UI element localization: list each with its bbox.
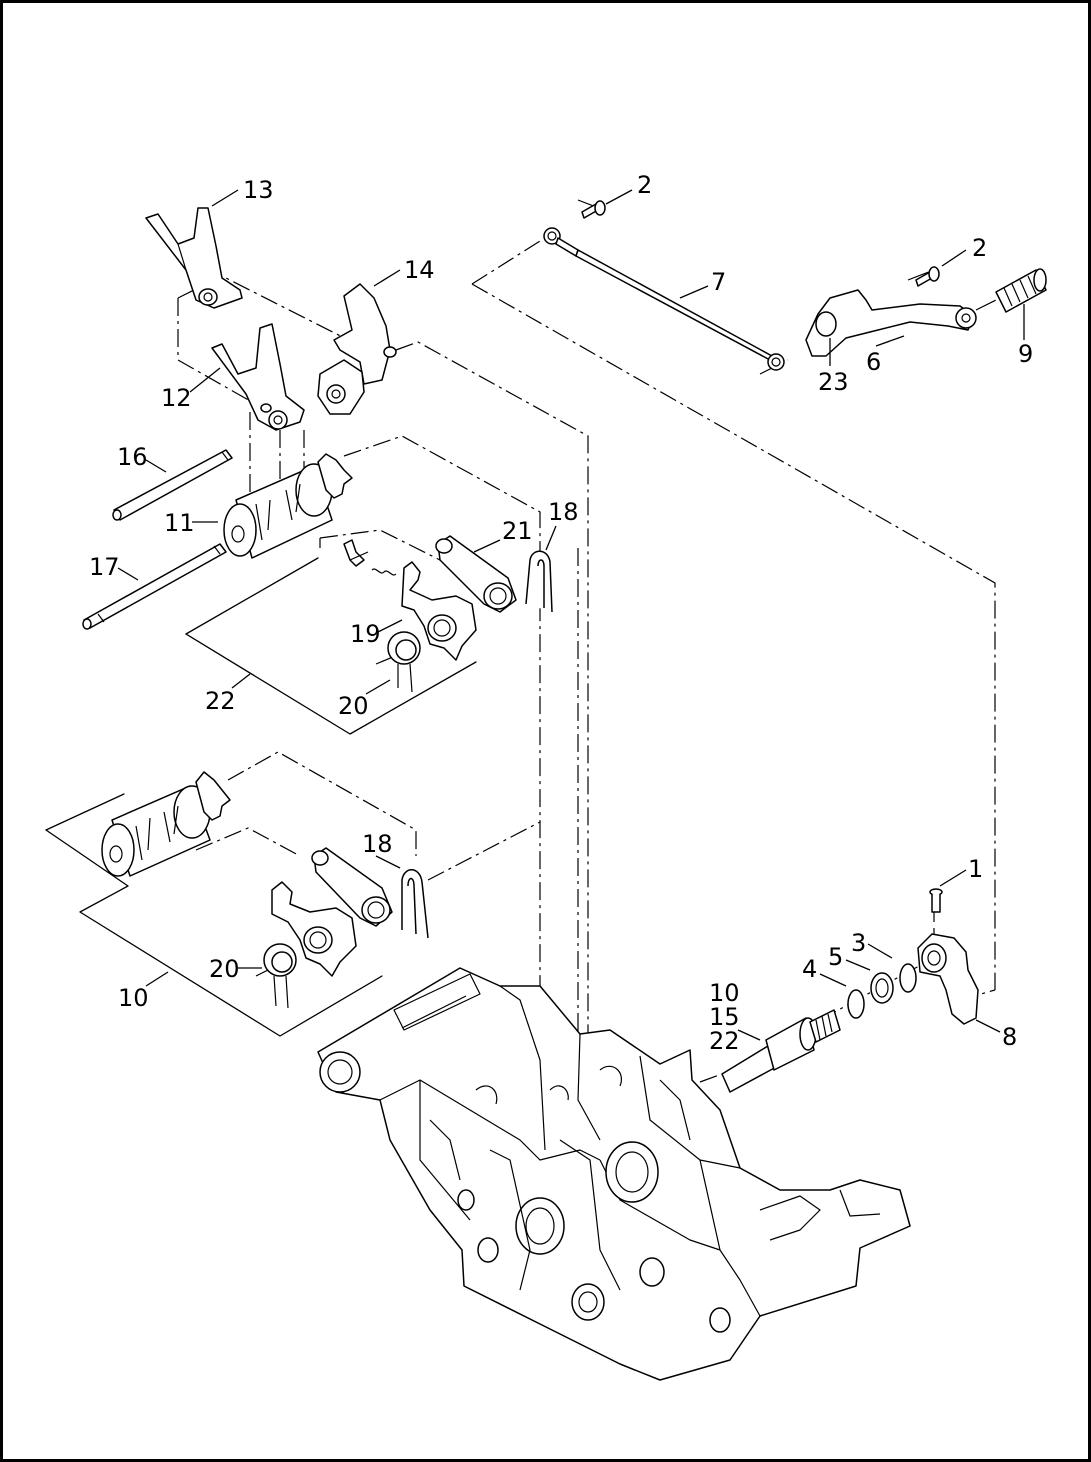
shift-lever-21 xyxy=(435,535,517,613)
label-23: 23 xyxy=(818,368,849,396)
label-13: 13 xyxy=(243,176,274,204)
spring-18-lower xyxy=(401,869,429,939)
label-5: 5 xyxy=(828,943,843,971)
label-2-lever: 2 xyxy=(972,234,987,262)
label-4: 4 xyxy=(802,955,817,983)
label-10-lower: 10 xyxy=(118,984,149,1012)
shift-fork-13 xyxy=(145,207,243,309)
label-6: 6 xyxy=(866,348,881,376)
label-20-lower: 20 xyxy=(209,955,240,983)
spring-18-upper xyxy=(525,550,553,613)
shift-rod-7 xyxy=(543,227,785,371)
shift-drum-assembly-10 xyxy=(101,771,231,877)
label-16: 16 xyxy=(117,443,148,471)
label-20-upper: 20 xyxy=(338,692,369,720)
label-21: 21 xyxy=(502,517,533,545)
label-8: 8 xyxy=(1002,1023,1017,1051)
label-22-upper: 22 xyxy=(205,687,236,715)
label-10-shaft: 10 xyxy=(709,979,740,1007)
label-11: 11 xyxy=(164,509,195,537)
spring-20-upper xyxy=(387,631,421,693)
fork-shaft-17 xyxy=(82,543,227,630)
retaining-ring-4 xyxy=(847,989,865,1019)
screw-1 xyxy=(929,888,943,913)
part-labels: 13 14 12 16 11 17 2 7 2 9 6 23 18 21 19 … xyxy=(89,171,1033,1055)
label-1: 1 xyxy=(968,855,983,883)
label-7: 7 xyxy=(711,268,726,296)
label-22-shaft: 22 xyxy=(709,1027,740,1055)
label-3: 3 xyxy=(851,929,866,957)
shift-drum-11 xyxy=(223,453,353,559)
label-18-lower: 18 xyxy=(362,830,393,858)
label-18-upper: 18 xyxy=(548,498,579,526)
shift-lever-6 xyxy=(805,289,977,357)
retaining-ring-3 xyxy=(899,963,917,993)
label-15: 15 xyxy=(709,1003,740,1031)
shift-pawl-lower xyxy=(271,881,357,977)
label-14: 14 xyxy=(404,256,435,284)
shift-lever-lower xyxy=(311,847,393,927)
label-12: 12 xyxy=(161,384,192,412)
seal-5 xyxy=(870,972,894,1004)
shift-shaft xyxy=(721,1009,841,1093)
screw-2-upper xyxy=(581,200,606,219)
shift-pawl-19 xyxy=(343,539,477,661)
shift-arm-8 xyxy=(917,933,979,1025)
leader-lines xyxy=(117,189,1025,1041)
spring-20-lower xyxy=(263,943,297,1009)
shift-fork-12 xyxy=(211,323,305,431)
sub-assembly-outlines xyxy=(45,557,477,1037)
fork-shaft-16 xyxy=(112,449,233,521)
label-19: 19 xyxy=(350,620,381,648)
footpeg-9 xyxy=(995,268,1047,313)
crankcase xyxy=(317,967,911,1381)
label-9: 9 xyxy=(1018,340,1033,368)
screw-2-lever xyxy=(915,266,940,287)
label-17: 17 xyxy=(89,553,120,581)
label-2-upper: 2 xyxy=(637,171,652,199)
shift-fork-14 xyxy=(317,283,397,415)
